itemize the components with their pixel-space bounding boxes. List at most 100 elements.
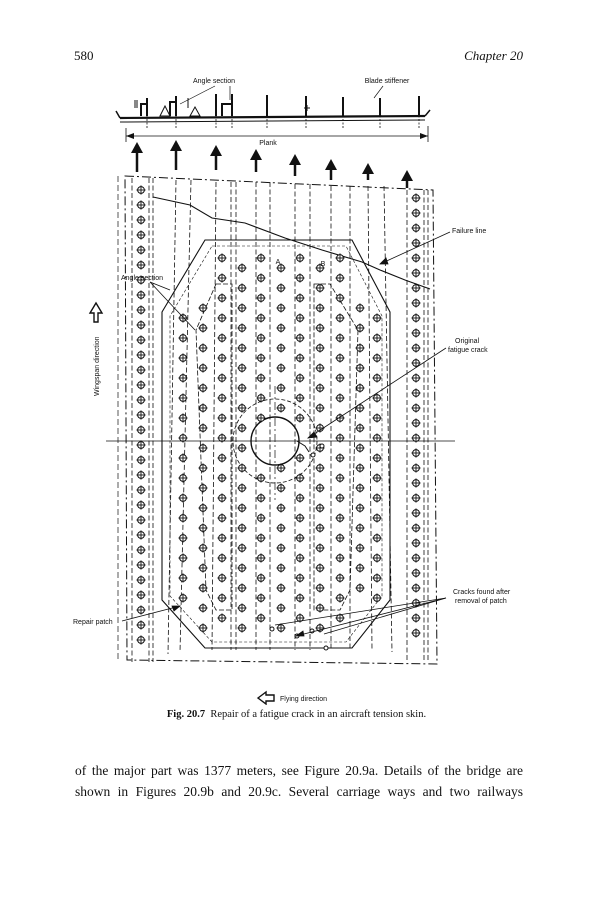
leader-lines — [121, 231, 451, 637]
fastener-icon — [411, 613, 421, 623]
fastener-icon — [355, 423, 365, 433]
fastener-icon — [217, 313, 227, 323]
patch-centerlines — [106, 386, 455, 500]
fastener-icon — [136, 395, 146, 405]
fastener-array — [136, 185, 421, 645]
fastener-icon — [256, 573, 266, 583]
fastener-icon — [411, 418, 421, 428]
fastener-icon — [276, 343, 286, 353]
fastener-icon — [372, 593, 382, 603]
fastener-icon — [411, 553, 421, 563]
plank-label: Plank — [259, 140, 277, 147]
fastener-icon — [335, 533, 345, 543]
cracks-found-label-1: Cracks found after — [453, 589, 511, 596]
fastener-icon — [315, 403, 325, 413]
fastener-icon — [237, 603, 247, 613]
fastener-icon — [256, 253, 266, 263]
fastener-icon — [411, 268, 421, 278]
fastener-icon — [315, 563, 325, 573]
fastener-icon — [237, 303, 247, 313]
fastener-icon — [237, 623, 247, 633]
fastener-icon — [178, 473, 188, 483]
fastener-icon — [355, 483, 365, 493]
fastener-icon — [256, 313, 266, 323]
fastener-icon — [335, 593, 345, 603]
fastener-icon — [276, 403, 286, 413]
fastener-icon — [411, 358, 421, 368]
fastener-icon — [276, 503, 286, 513]
fastener-icon — [217, 493, 227, 503]
fastener-icon — [178, 573, 188, 583]
fastener-icon — [136, 215, 146, 225]
fastener-icon — [198, 443, 208, 453]
repair-patch-label: Repair patch — [73, 619, 113, 626]
fastener-icon — [178, 353, 188, 363]
wingspan-direction-arrow-icon — [88, 301, 104, 323]
fastener-icon — [237, 523, 247, 533]
fastener-icon — [411, 223, 421, 233]
fastener-icon — [237, 443, 247, 453]
failure-line-label: Failure line — [452, 228, 486, 235]
fastener-icon — [136, 260, 146, 270]
fastener-icon — [372, 513, 382, 523]
fastener-icon — [217, 553, 227, 563]
fastener-icon — [136, 290, 146, 300]
body-line-2: shown in Figures 20.9b and 20.9c. Severa… — [75, 784, 523, 799]
fastener-icon — [256, 273, 266, 283]
fastener-icon — [355, 343, 365, 353]
fastener-icon — [256, 473, 266, 483]
fastener-icon — [178, 593, 188, 603]
fastener-icon — [178, 373, 188, 383]
fastener-icon — [372, 473, 382, 483]
fastener-icon — [217, 593, 227, 603]
fastener-icon — [256, 413, 266, 423]
failure-line — [152, 196, 431, 290]
fastener-icon — [315, 543, 325, 553]
fastener-icon — [276, 603, 286, 613]
fastener-icon — [315, 383, 325, 393]
fastener-icon — [335, 353, 345, 363]
fastener-icon — [178, 453, 188, 463]
fastener-icon — [315, 343, 325, 353]
fastener-icon — [411, 208, 421, 218]
fastener-icon — [136, 470, 146, 480]
fastener-icon — [355, 303, 365, 313]
fastener-icon — [237, 423, 247, 433]
fastener-icon — [136, 380, 146, 390]
fastener-icon — [355, 323, 365, 333]
fastener-icon — [295, 333, 305, 343]
fastener-icon — [295, 573, 305, 583]
fastener-icon — [411, 568, 421, 578]
fastener-icon — [217, 273, 227, 283]
fastener-icon — [355, 463, 365, 473]
fastener-icon — [198, 543, 208, 553]
fastener-icon — [217, 373, 227, 383]
fastener-icon — [198, 503, 208, 513]
blade-stiffener-label: Blade stiffener — [365, 78, 410, 85]
fastener-icon — [256, 393, 266, 403]
fastener-icon — [335, 333, 345, 343]
fastener-icon — [276, 483, 286, 493]
fastener-icon — [256, 293, 266, 303]
fastener-icon — [237, 263, 247, 273]
fastener-icon — [198, 363, 208, 373]
fastener-icon — [411, 628, 421, 638]
fastener-icon — [256, 553, 266, 563]
fastener-icon — [178, 533, 188, 543]
fastener-icon — [217, 333, 227, 343]
fastener-icon — [178, 413, 188, 423]
fastener-icon — [335, 273, 345, 283]
fastener-icon — [136, 590, 146, 600]
fastener-icon — [198, 383, 208, 393]
fastener-icon — [237, 503, 247, 513]
fastener-icon — [178, 493, 188, 503]
fastener-icon — [295, 493, 305, 503]
fastener-icon — [355, 583, 365, 593]
fastener-icon — [276, 563, 286, 573]
fastener-icon — [217, 353, 227, 363]
fastener-icon — [411, 478, 421, 488]
fastener-icon — [237, 463, 247, 473]
fastener-icon — [136, 575, 146, 585]
fastener-icon — [198, 323, 208, 333]
fastener-icon — [136, 500, 146, 510]
